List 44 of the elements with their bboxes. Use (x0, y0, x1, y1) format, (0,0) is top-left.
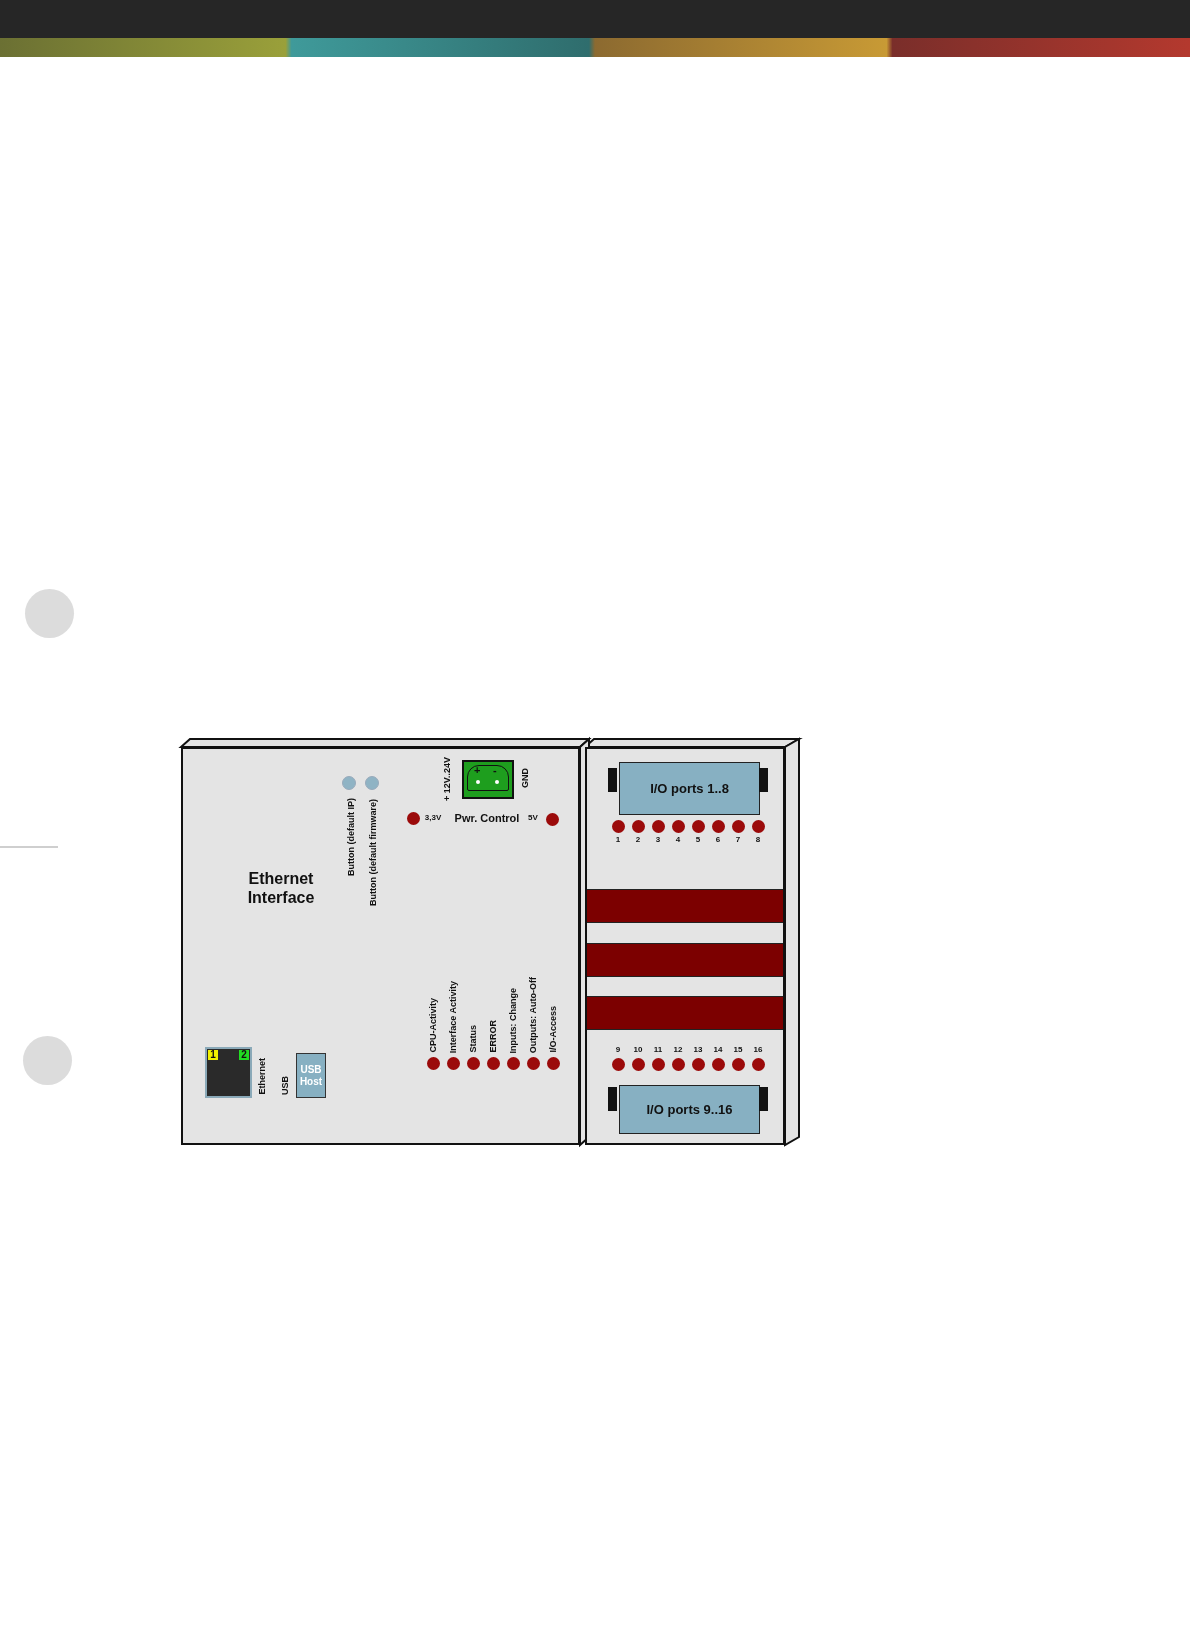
led-label: Interface Activity (448, 980, 458, 1053)
voltage-label: 5V (528, 814, 538, 822)
power-terminal (462, 760, 514, 799)
port-number: 9 (615, 1046, 621, 1054)
led-label: Outputs: Auto-Off (528, 976, 538, 1053)
port-number: 2 (635, 836, 641, 844)
port-number: 12 (673, 1046, 683, 1054)
connector-label: I/O ports 1..8 (650, 781, 729, 796)
voltage-label: + 12V..24V (442, 757, 452, 801)
port-number: 16 (753, 1046, 763, 1054)
voltage-label: 3,3V (424, 814, 442, 822)
port-number: 3 (655, 836, 661, 844)
port-number: 13 (693, 1046, 703, 1054)
terminal-polarity: + (474, 765, 481, 776)
port-number: 8 (755, 836, 761, 844)
led-label: CPU-Activity (428, 998, 438, 1053)
button-label: Button (default firmware) (368, 799, 378, 906)
io-connector (619, 762, 760, 815)
port-number: 1 (208, 1050, 218, 1060)
port-number: 14 (713, 1046, 723, 1054)
module-title: Ethernet Interface (246, 869, 316, 907)
port-number: 2 (239, 1050, 249, 1060)
interface-module (181, 747, 580, 1145)
port-number: 5 (695, 836, 701, 844)
io-module (585, 747, 785, 1145)
port-number: 6 (715, 836, 721, 844)
ethernet-jack (205, 1047, 252, 1098)
port-label: USB Host (298, 1063, 324, 1088)
led-label: I/O-Access (548, 1006, 558, 1053)
port-number: 10 (633, 1046, 643, 1054)
port-number: 4 (675, 836, 681, 844)
port-number: 11 (653, 1046, 663, 1054)
port-number: 1 (615, 836, 621, 844)
led-label: ERROR (488, 1020, 498, 1053)
port-number: 15 (733, 1046, 743, 1054)
led-label: Inputs: Change (508, 987, 518, 1053)
button-label: Button (default IP) (346, 798, 356, 876)
led-label: Status (468, 1025, 478, 1053)
usb-port (296, 1053, 326, 1098)
connector-label: I/O ports 9..16 (646, 1102, 733, 1117)
terminal-polarity: - (493, 765, 497, 776)
section-label: Pwr. Control (454, 812, 520, 824)
io-connector (619, 1085, 760, 1134)
port-number: 7 (735, 836, 741, 844)
